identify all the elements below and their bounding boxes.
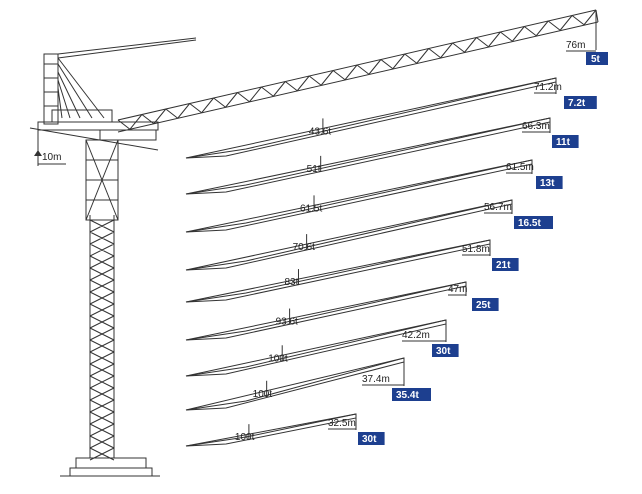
tip-load-badge	[492, 258, 519, 271]
boom-position: 61.5t 61.5m 13t	[185, 159, 563, 233]
tip-load-badge	[358, 432, 385, 445]
tip-load-label: 25t	[476, 300, 491, 311]
crane-base-block	[75, 457, 147, 469]
radius-label: 61.5m	[506, 162, 534, 173]
tip-load-label: 30t	[362, 434, 377, 445]
boom-position: 83t 51.8m 21t	[185, 239, 519, 303]
radius-label: 56.7m	[484, 202, 512, 213]
tip-load-label: 7.2t	[568, 98, 586, 109]
boom-outline	[185, 159, 533, 233]
boom-outline	[185, 239, 491, 303]
tip-load-badge	[564, 96, 597, 109]
luffing-jib	[117, 9, 599, 133]
radius-label: 42.2m	[402, 330, 430, 341]
boom-chord	[185, 159, 533, 233]
boom-position: 100t 32.5m 30t	[185, 413, 385, 447]
boom-outline	[185, 117, 551, 195]
crane-tower	[29, 37, 197, 477]
boom-chord	[185, 77, 557, 159]
center-load-label: 51t	[307, 164, 321, 175]
boom-outline	[185, 77, 557, 159]
radius-label: 71.2m	[534, 82, 562, 93]
tip-load-badge	[514, 216, 553, 229]
tip-load-badge	[472, 298, 499, 311]
tip-load-label: 11t	[556, 137, 571, 148]
scale-label: 10m	[42, 152, 61, 163]
boom-position: 70.6t 56.7m 16.5t	[185, 199, 553, 271]
pendant-line	[57, 39, 197, 59]
boom-position: 100t 37.4m 35.4t	[185, 357, 431, 411]
boom-outline	[185, 199, 513, 271]
tip-load-label: 16.5t	[518, 218, 541, 229]
boom-chord	[185, 319, 447, 377]
center-load-label: 83t	[284, 277, 298, 288]
tip-load-label: 35.4t	[396, 390, 419, 401]
tip-load-badge	[586, 52, 608, 65]
boom-outline	[185, 319, 447, 377]
radius-label: 37.4m	[362, 374, 390, 385]
tip-load-badge	[536, 176, 563, 189]
center-load-label: 93.6t	[276, 317, 298, 328]
radius-label: 76m	[566, 40, 585, 51]
center-load-label: 70.6t	[293, 242, 315, 253]
boom-position: 51t 66.3m 11t	[185, 117, 579, 195]
tip-load-badge	[392, 388, 431, 401]
radius-label: 32.5m	[328, 418, 356, 429]
boom-chord	[185, 413, 357, 447]
boom-position: 93.6t 47m 25t	[185, 281, 499, 341]
tip-load-label: 5t	[591, 54, 601, 65]
boom-position: 43.6t 71.2m 7.2t	[185, 77, 597, 159]
tip-load-label: 30t	[436, 346, 451, 357]
boom-chord	[185, 117, 551, 195]
tip-load-badge	[552, 135, 579, 148]
crane-base	[69, 467, 153, 477]
center-load-label: 100t	[253, 389, 273, 400]
boom-position: 100t 42.2m 30t	[185, 319, 459, 377]
boom-chord	[185, 199, 513, 271]
tip-load-label: 13t	[540, 178, 555, 189]
boom-chord	[185, 239, 491, 303]
slewing-platform	[37, 121, 159, 131]
tip-load-badge	[432, 344, 459, 357]
radius-label: 66.3m	[522, 121, 550, 132]
machinery-house	[51, 109, 113, 123]
boom-chord	[185, 357, 405, 411]
center-load-label: 43.6t	[309, 126, 331, 137]
boom-positions: 76m 5t 43.6t 71.2m 7.2t 51t 66.3m 11t 61.5t 61.5m…	[185, 40, 608, 447]
center-load-label: 100t	[235, 432, 255, 443]
center-load-label: 61.5t	[300, 203, 322, 214]
tip-load-label: 21t	[496, 260, 511, 271]
center-load-label: 100t	[268, 353, 288, 364]
boom-chord	[185, 281, 467, 341]
radius-label: 51.8m	[462, 244, 490, 255]
radius-label: 47m	[448, 284, 467, 295]
